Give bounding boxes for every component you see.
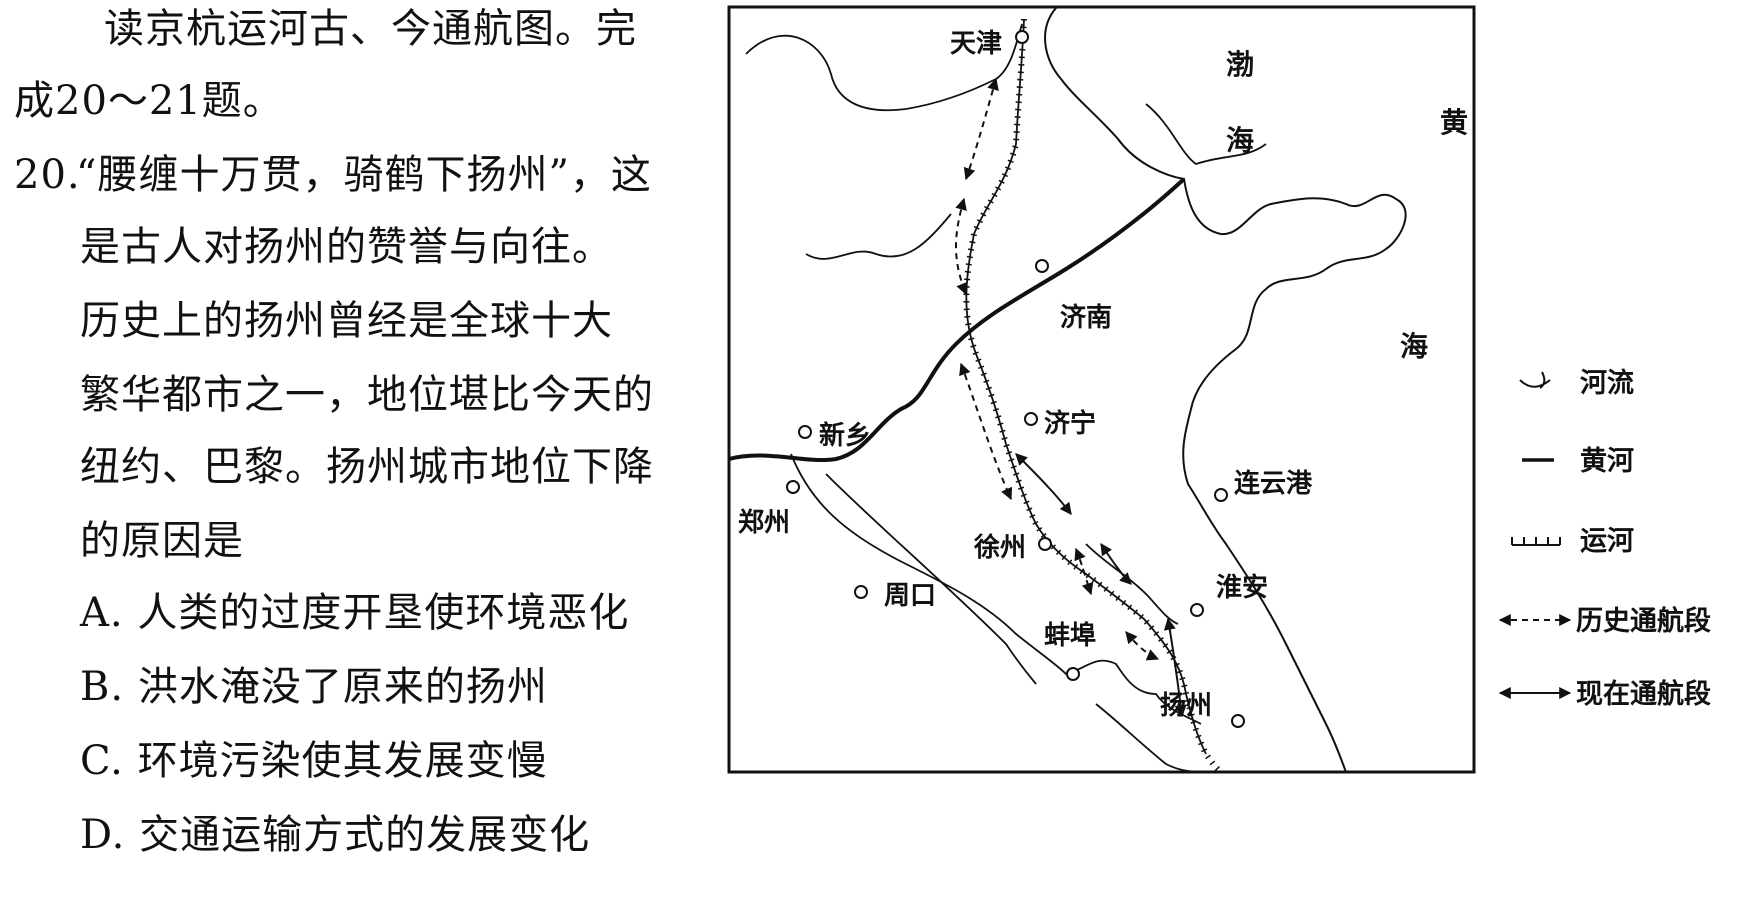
historical-nav-2 (959, 362, 1013, 501)
map-legend: 河流 黄河 运河 历史通航段 现在通航段 (1498, 368, 1711, 710)
city-marker-zhengzhou (786, 480, 800, 494)
question-stem-1: “腰缠十万贯，骑鹤下扬州”，这 (76, 152, 652, 198)
city-marker-huaian (1190, 603, 1204, 617)
city-label-zhengzhou: 郑州 (738, 508, 790, 538)
legend-river-label: 河流 (1580, 368, 1634, 399)
question-stem-4: 繁华都市之一，地位堪比今天的 (80, 372, 654, 418)
coastline-peninsula (1145, 103, 1267, 165)
city-label-yangzhou: 扬州 (1160, 691, 1212, 721)
river-yangtze (1095, 703, 1207, 773)
option-b[interactable]: B. 洪水淹没了原来的扬州 (80, 664, 548, 710)
river-huai (790, 453, 1202, 725)
map-frame (727, 5, 1476, 774)
legend-yellow-river-label: 黄河 (1580, 446, 1634, 477)
grand-canal-map: 天津 济南 新乡 济宁 郑州 徐州 连云港 周口 淮安 蚌埠 扬州 渤 海 黄 … (727, 5, 1476, 775)
current-nav-1 (1015, 453, 1072, 515)
intro-line-2: 成20～21题。 (14, 78, 284, 124)
city-label-xinxiang: 新乡 (819, 420, 871, 451)
historical-nav-3 (963, 77, 999, 181)
river-hai (805, 213, 952, 260)
river-zhoukou (825, 473, 1037, 685)
city-marker-yangzhou (1231, 714, 1245, 728)
option-a[interactable]: A. 人类的过度开垦使环境恶化 (80, 590, 630, 636)
city-label-jining: 济宁 (1044, 408, 1096, 439)
legend-historical-label: 历史通航段 (1576, 605, 1711, 637)
sea-label-huanghai-2: 海 (1400, 330, 1428, 363)
city-label-huaian: 淮安 (1216, 573, 1268, 603)
current-nav-3 (1163, 617, 1187, 718)
current-nav-2 (1100, 543, 1132, 585)
city-marker-lianyungang (1214, 488, 1228, 502)
yellow-river (728, 177, 1186, 463)
legend-river-symbol (1519, 371, 1551, 389)
question-number: 20. (14, 152, 81, 198)
option-d[interactable]: D. 交通运输方式的发展变化 (80, 812, 591, 858)
city-label-lianyungang: 连云港 (1234, 469, 1313, 499)
option-c[interactable]: C. 环境污染使其发展变慢 (80, 738, 548, 784)
historical-nav-4 (1074, 547, 1094, 596)
question-stem-5: 纽约、巴黎。扬州城市地位下降 (80, 444, 654, 490)
city-label-bengbu: 蚌埠 (1044, 620, 1096, 651)
legend-canal-label: 运河 (1580, 526, 1634, 557)
city-marker-xinxiang (798, 425, 812, 439)
sea-label-huanghai-1: 黄 (1440, 106, 1468, 139)
city-label-xuzhou: 徐州 (973, 532, 1026, 563)
city-label-tianjin: 天津 (950, 29, 1002, 59)
grand-canal (963, 18, 1223, 775)
city-marker-bengbu (1066, 667, 1080, 681)
question-block: 读京杭运河古、今通航图。完 成20～21题。 20. “腰缠十万贯，骑鹤下扬州”… (0, 0, 690, 917)
sea-label-bohai-1: 渤 (1226, 48, 1254, 81)
coastline (1044, 7, 1407, 773)
city-label-jinan: 济南 (1060, 303, 1112, 333)
legend-current-label: 现在通航段 (1576, 678, 1711, 710)
intro-line-1: 读京杭运河古、今通航图。完 (104, 6, 637, 52)
question-stem-6: 的原因是 (80, 518, 244, 564)
river-north (745, 23, 1023, 112)
city-marker-xuzhou (1038, 537, 1052, 551)
city-marker-jining (1024, 412, 1038, 426)
legend-canal-symbol (1511, 537, 1561, 546)
sea-label-bohai-2: 海 (1226, 124, 1254, 157)
city-marker-zhoukou (854, 585, 868, 599)
city-marker-jinan (1035, 259, 1049, 273)
historical-nav-5 (1125, 631, 1160, 661)
city-label-zhoukou: 周口 (884, 581, 936, 611)
city-marker-tianjin (1015, 30, 1029, 44)
historical-nav-1 (955, 197, 968, 296)
question-stem-2: 是古人对扬州的赞誉与向往。 (80, 224, 613, 270)
question-stem-3: 历史上的扬州曾经是全球十大 (80, 298, 613, 344)
